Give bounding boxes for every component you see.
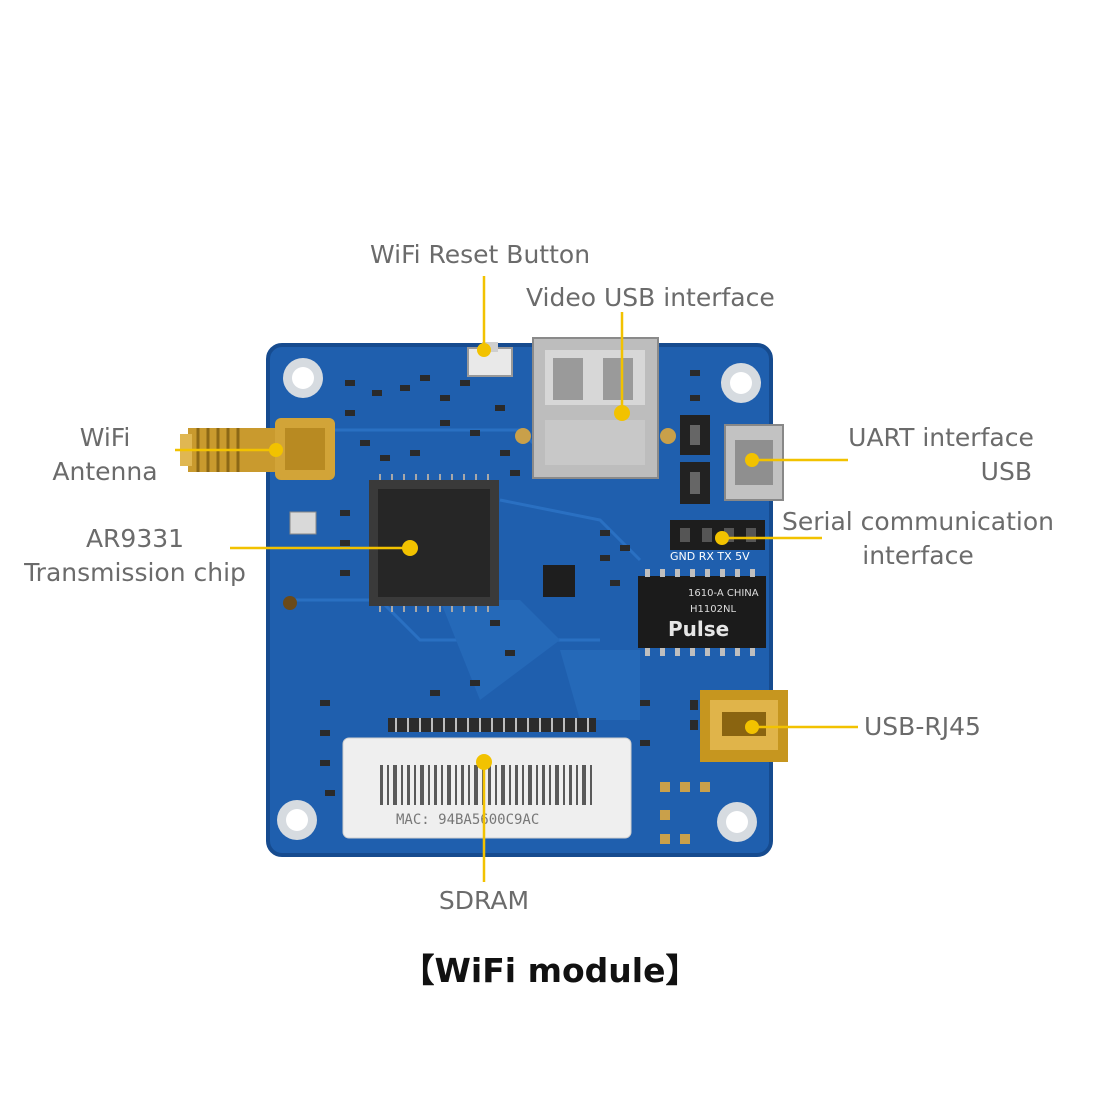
- label-uart-line2: USB: [980, 457, 1032, 486]
- label-wifi-antenna-line2: Antenna: [52, 457, 158, 486]
- label-wifi-reset-button: WiFi Reset Button: [369, 240, 591, 269]
- label-serial-line2: interface: [862, 541, 974, 570]
- ar9331-chip: [369, 474, 499, 612]
- test-point: [283, 596, 297, 610]
- label-sdram: SDRAM: [438, 886, 530, 915]
- crystal-oscillator: [289, 511, 317, 535]
- mounting-hole-bottom-right: [717, 802, 757, 842]
- label-serial-line1: Serial communication: [781, 507, 1055, 536]
- label-ar9331-line2: Transmission chip: [24, 558, 246, 587]
- label-video-usb-interface: Video USB interface: [526, 283, 775, 312]
- label-ar9331-chip: AR9331 Transmission chip: [20, 522, 250, 590]
- ethernet-transformer: [638, 569, 766, 656]
- label-uart-line1: UART interface: [848, 423, 1034, 452]
- leader-lines: [175, 276, 858, 882]
- transformer-brand-text: Pulse: [668, 617, 729, 641]
- gold-pads: [660, 782, 710, 844]
- mounting-hole-bottom-left: [277, 800, 317, 840]
- mounting-hole-top-left: [283, 358, 323, 398]
- label-wifi-antenna: WiFi Antenna: [40, 421, 170, 489]
- usb-type-a-port: [515, 337, 676, 479]
- serial-pin-labels: GND RX TX 5V: [670, 550, 750, 563]
- transformer-model-text: H1102NL: [690, 604, 736, 615]
- jumper-headers: [680, 415, 710, 504]
- small-ic: [543, 565, 575, 597]
- smd-components: [320, 370, 700, 796]
- mac-address-text: MAC: 94BA5600C9AC: [396, 812, 539, 828]
- label-uart-interface: UART interface USB: [836, 421, 1046, 489]
- label-usb-rj45: USB-RJ45: [864, 712, 981, 741]
- transformer-origin-text: 1610-A CHINA: [688, 588, 759, 599]
- fpc-connector: [388, 718, 596, 732]
- label-ar9331-line1: AR9331: [85, 524, 185, 553]
- mounting-hole-top-right: [721, 363, 761, 403]
- mac-barcode-sticker: [342, 737, 632, 839]
- caption-wifi-module: 【WiFi module】: [401, 951, 699, 990]
- leader-end-dots: [269, 343, 759, 770]
- label-serial-communication: Serial communication interface: [778, 505, 1058, 573]
- label-wifi-antenna-line1: WiFi: [79, 423, 131, 452]
